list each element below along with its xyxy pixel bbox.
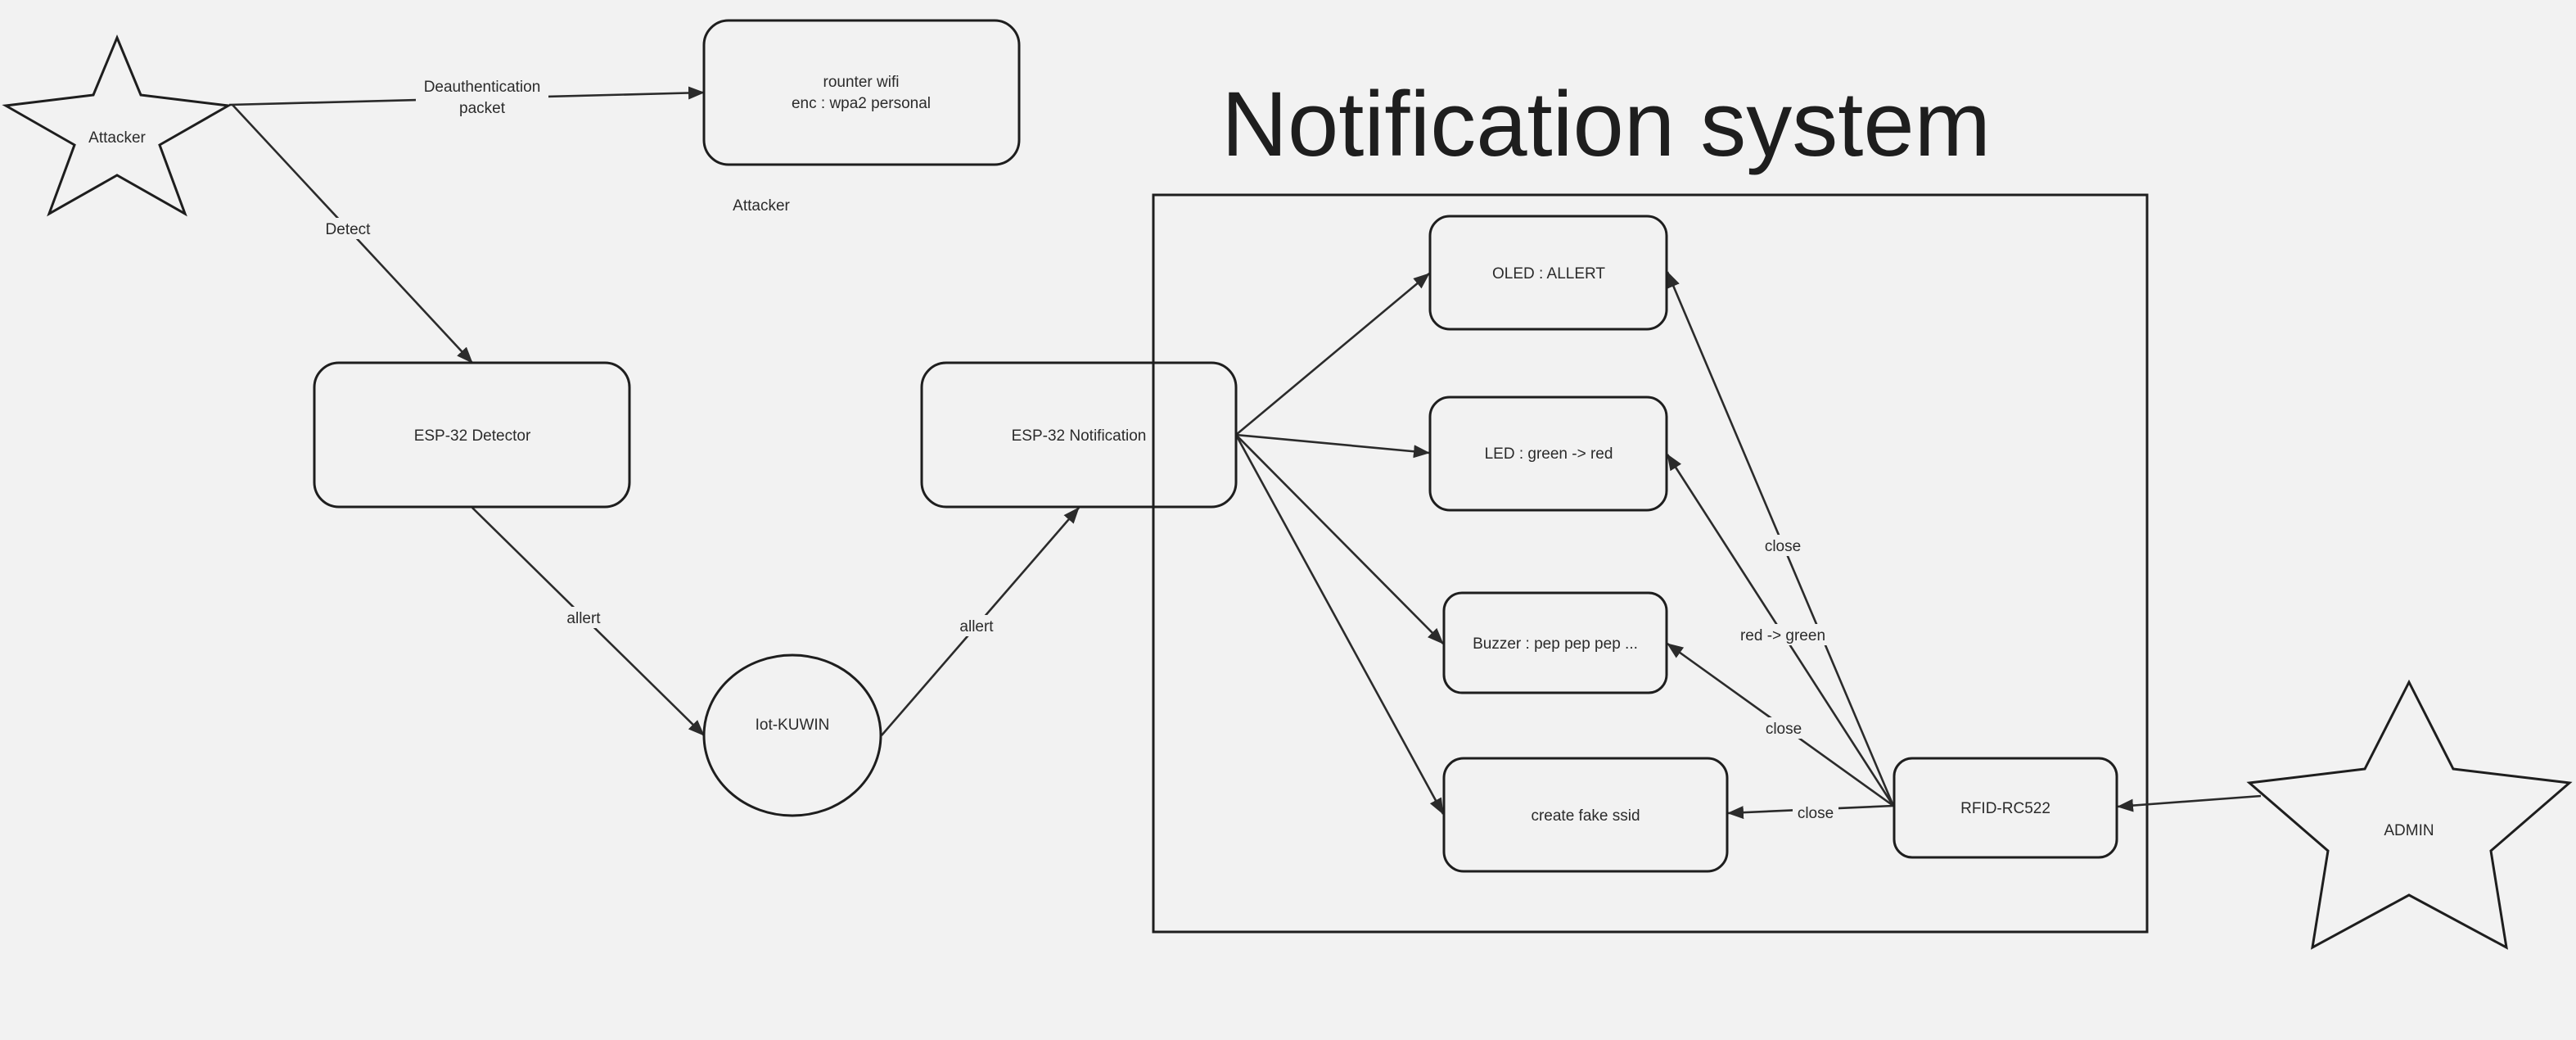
rfid-label: RFID-RC522: [1960, 800, 2050, 817]
buzzer-box: [1442, 591, 1668, 694]
edge-notification-oled: [1235, 273, 1430, 436]
router-label-line2: enc : wpa2 personal: [792, 95, 931, 112]
oled-node[interactable]: OLED : ALLERT: [1428, 215, 1668, 331]
router-node[interactable]: rounter wifi enc : wpa2 personal: [702, 19, 1021, 166]
edge-label-close-ssid: close: [1798, 805, 1834, 822]
iot-node[interactable]: Iot-KUWIN: [702, 653, 882, 817]
edge-label-close-oled: close: [1765, 538, 1801, 555]
edge-notification-buzzer: [1235, 434, 1444, 644]
buzzer-node[interactable]: Buzzer : pep pep pep ...: [1442, 591, 1668, 694]
notification-node[interactable]: ESP-32 Notification: [920, 361, 1238, 509]
attacker-actor[interactable]: Attacker: [2, 34, 232, 217]
admin-actor[interactable]: ADMIN: [2246, 679, 2573, 950]
edges: [228, 86, 2262, 820]
edge-label-detect: Detect: [326, 221, 372, 238]
fake-ssid-label: create fake ssid: [1531, 807, 1640, 825]
led-label: LED : green -> red: [1485, 445, 1613, 463]
edge-label-allert-1: allert: [566, 610, 601, 627]
edge-label-deauth-line1: Deauthentication: [424, 79, 541, 96]
iot-ellipse: [702, 653, 882, 817]
admin-star-label: ADMIN: [2384, 822, 2434, 839]
detector-label: ESP-32 Detector: [414, 427, 531, 445]
led-box: [1428, 396, 1668, 512]
router-box: [702, 19, 1021, 166]
edge-label-deauth-line2: packet: [459, 100, 506, 117]
page-title: Notification system: [1221, 73, 1991, 175]
admin-star-shape: [2246, 679, 2573, 950]
edge-admin-rfid: [2117, 794, 2262, 812]
led-node[interactable]: LED : green -> red: [1428, 396, 1668, 512]
detector-node[interactable]: ESP-32 Detector: [313, 361, 631, 509]
iot-label: Iot-KUWIN: [756, 717, 830, 734]
edge-label-close-buzzer: close: [1766, 721, 1802, 738]
edge-notification-fake-ssid: [1234, 434, 1445, 815]
notification-label: ESP-32 Notification: [1012, 427, 1147, 445]
detector-box: [313, 361, 631, 509]
notification-box: [920, 361, 1238, 509]
edge-notification-led: [1235, 433, 1430, 459]
edge-label-red-green: red -> green: [1740, 627, 1825, 644]
edge-label-allert-2: allert: [959, 618, 994, 635]
edge-labels: Deauthentication packet Detect allert al…: [321, 75, 1838, 823]
attacker-star-label: Attacker: [88, 129, 146, 147]
system-boundary: [1152, 193, 2149, 934]
fake-ssid-box: [1442, 757, 1729, 873]
attacker-star-shape: [2, 34, 232, 217]
attacker-caption: Attacker: [733, 197, 790, 215]
rfid-node[interactable]: RFID-RC522: [1893, 757, 2118, 859]
fake-ssid-node[interactable]: create fake ssid: [1442, 757, 1729, 873]
oled-box: [1428, 215, 1668, 331]
rfid-box: [1893, 757, 2118, 859]
oled-label: OLED : ALLERT: [1492, 265, 1605, 283]
router-label-line1: rounter wifi: [823, 74, 900, 91]
buzzer-label: Buzzer : pep pep pep ...: [1473, 635, 1638, 653]
